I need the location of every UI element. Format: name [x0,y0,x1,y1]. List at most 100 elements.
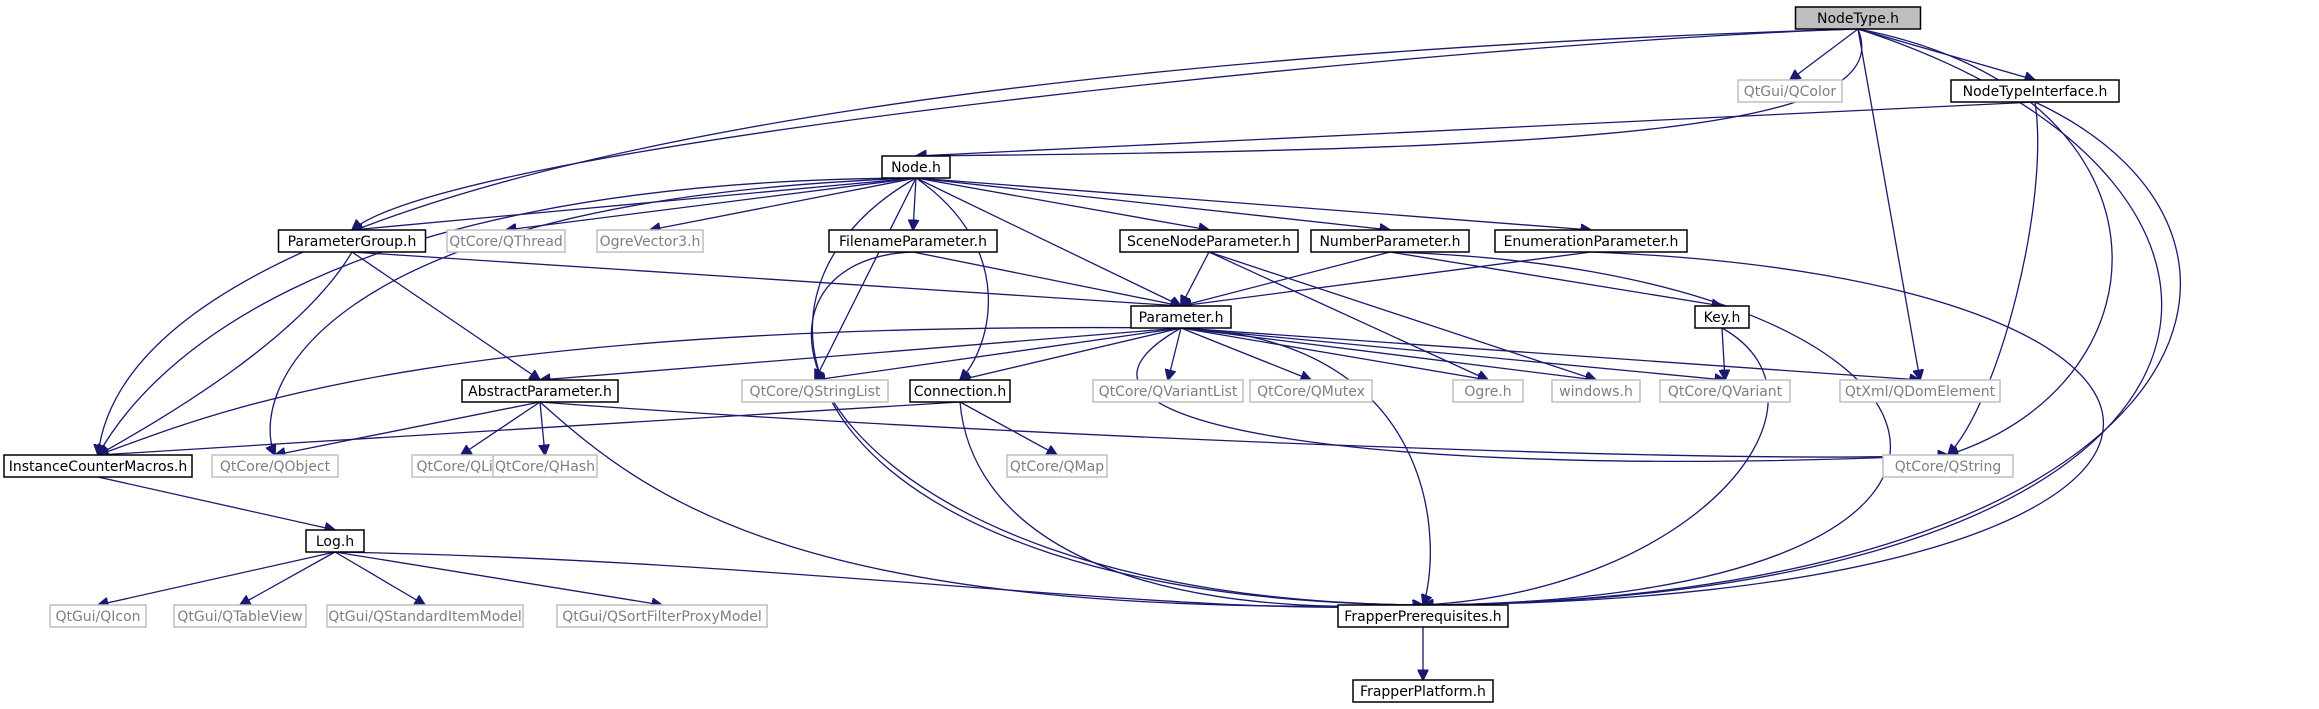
node-SceneNodeParameter[interactable]: SceneNodeParameter.h [1119,229,1299,253]
node-box-NumberParameter [1310,229,1470,253]
edge-Key-to-QVariant [1722,327,1725,380]
edge-AbstractParameter-to-FrapperPrerequisites [539,401,1423,606]
node-label-QColor: QtGui/QColor [1744,84,1837,100]
node-box-QStringList [741,379,889,403]
edge-SceneNodeParameter-to-Ogre [1208,251,1488,380]
node-box-QDomElement [1839,379,2001,403]
edge-Node-to-ParameterGroup [352,177,917,230]
node-label-Node: Node.h [891,160,941,176]
node-label-QVariant: QtCore/QVariant [1668,384,1783,400]
edge-ParameterGroup-to-AbstractParameter [351,251,540,380]
node-label-FrapperPrerequisites: FrapperPrerequisites.h [1344,609,1501,625]
node-label-QStringList: QtCore/QStringList [750,384,881,400]
node-InstanceCounterMacros[interactable]: InstanceCounterMacros.h [3,454,193,478]
edge-Parameter-to-QVariantList [1168,327,1182,380]
edge-Parameter-to-QStringList [815,327,1182,380]
node-QSortFilterProxyModel: QtGui/QSortFilterProxyModel [556,604,768,628]
node-box-QMap [1006,454,1108,478]
node-QVariant: QtCore/QVariant [1659,379,1791,403]
edge-AbstractParameter-to-QList [461,401,541,455]
node-label-QDomElement: QtXml/QDomElement [1845,384,1996,400]
node-label-OgreVector3: OgreVector3.h [600,234,701,250]
node-QColor: QtGui/QColor [1737,79,1843,103]
node-box-SceneNodeParameter [1119,229,1299,253]
edge-Connection-to-InstanceCounterMacros [98,401,961,455]
node-label-QHash: QtCore/QHash [495,459,595,475]
edge-Log-to-QSortFilterProxyModel [334,551,662,605]
node-label-QIcon: QtGui/QIcon [55,609,140,625]
node-label-FilenameParameter: FilenameParameter.h [839,234,987,250]
node-box-QStandardItemModel [326,604,524,628]
edge-NumberParameter-to-FrapperPrerequisites [1389,251,1891,605]
node-box-QIcon [49,604,147,628]
edge-Parameter-to-Connection [960,327,1182,380]
node-label-NodeType: NodeType.h [1817,11,1899,27]
edge-NodeTypeInterface-to-FrapperPrerequisites [1423,101,2181,605]
node-label-QThread: QtCore/QThread [449,234,563,250]
node-Node[interactable]: Node.h [881,155,951,179]
node-box-FrapperPrerequisites [1337,604,1509,628]
node-Connection[interactable]: Connection.h [909,379,1011,403]
node-label-Parameter: Parameter.h [1139,310,1224,326]
edge-NodeTypeInterface-to-QString [1948,101,2039,455]
node-label-Log: Log.h [316,534,354,550]
edge-NumberParameter-to-Parameter [1181,251,1391,306]
node-NumberParameter[interactable]: NumberParameter.h [1310,229,1470,253]
node-FrapperPrerequisites[interactable]: FrapperPrerequisites.h [1337,604,1509,628]
edge-Parameter-to-QMutex [1180,327,1311,380]
edge-Parameter-to-QString [1136,327,1948,463]
node-AbstractParameter[interactable]: AbstractParameter.h [461,379,619,403]
edge-Node-to-EnumerationParameter [915,177,1591,230]
edge-Key-to-FrapperPrerequisites [1423,327,1769,605]
node-box-Log [305,529,365,553]
node-box-Key [1694,305,1750,329]
edge-Log-to-FrapperPrerequisites [334,551,1423,607]
node-box-FilenameParameter [828,229,998,253]
node-label-EnumerationParameter: EnumerationParameter.h [1504,234,1679,250]
node-box-QHash [492,454,598,478]
edge-EnumerationParameter-to-Parameter [1181,251,1592,306]
node-Key[interactable]: Key.h [1694,305,1750,329]
node-box-NodeTypeInterface [1950,79,2120,103]
node-QDomElement: QtXml/QDomElement [1839,379,2001,403]
edge-NodeType-to-InstanceCounterMacros [98,28,1859,455]
edge-NodeType-to-QDomElement [1857,28,1920,380]
node-label-QString: QtCore/QString [1895,459,2001,475]
edge-Log-to-QTableView [240,551,336,605]
node-box-QTableView [173,604,307,628]
node-label-QTableView: QtGui/QTableView [177,609,302,625]
node-box-QSortFilterProxyModel [556,604,768,628]
edge-NodeType-to-Node [916,28,1863,156]
edge-Node-to-QStringList [815,177,917,380]
edge-Log-to-QIcon [98,551,336,605]
node-Log[interactable]: Log.h [305,529,365,553]
node-box-EnumerationParameter [1494,229,1688,253]
node-NodeTypeInterface[interactable]: NodeTypeInterface.h [1950,79,2120,103]
edge-Node-to-OgreVector3 [650,177,917,230]
node-box-QMutex [1249,379,1373,403]
node-EnumerationParameter[interactable]: EnumerationParameter.h [1494,229,1688,253]
edge-Parameter-to-FrapperPrerequisites [1180,327,1430,605]
edge-Connection-to-FrapperPrerequisites [959,401,1423,606]
node-QStringList: QtCore/QStringList [741,379,889,403]
node-box-QVariant [1659,379,1791,403]
node-box-QColor [1737,79,1843,103]
edge-Node-to-Connection [915,177,990,380]
node-FrapperPlatform[interactable]: FrapperPlatform.h [1352,679,1494,703]
node-ParameterGroup[interactable]: ParameterGroup.h [277,229,427,253]
node-QHash: QtCore/QHash [492,454,598,478]
node-box-QVariantList [1092,379,1244,403]
node-label-QObject: QtCore/QObject [220,459,331,475]
edge-Node-to-Parameter [915,177,1181,306]
edge-SceneNodeParameter-to-Parameter [1181,251,1210,306]
node-NodeType[interactable]: NodeType.h [1794,6,1922,30]
node-box-FrapperPlatform [1352,679,1494,703]
node-FilenameParameter[interactable]: FilenameParameter.h [828,229,998,253]
edge-ParameterGroup-to-InstanceCounterMacros [98,251,353,455]
node-QVariantList: QtCore/QVariantList [1092,379,1244,403]
node-label-SceneNodeParameter: SceneNodeParameter.h [1127,234,1291,250]
node-Parameter[interactable]: Parameter.h [1130,305,1232,329]
edge-Connection-to-QMap [959,401,1057,455]
node-QIcon: QtGui/QIcon [49,604,147,628]
